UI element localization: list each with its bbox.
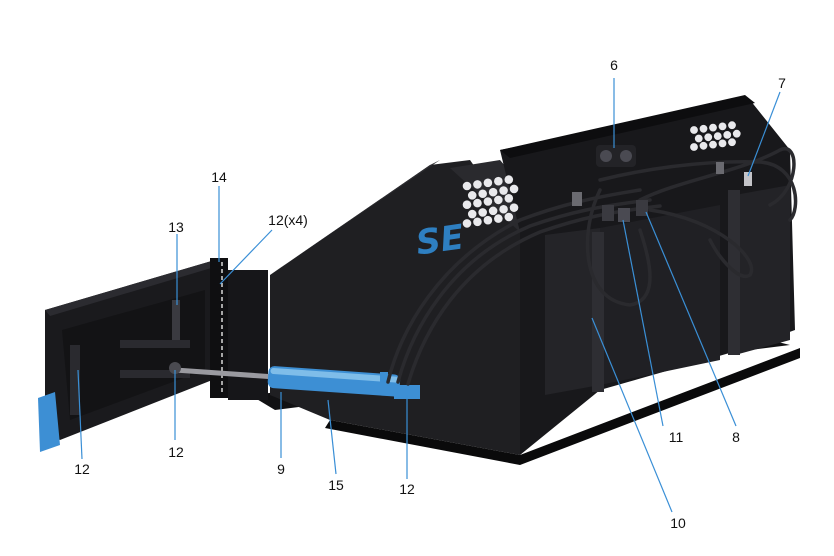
grille-hole — [723, 131, 732, 139]
grille-hole — [467, 191, 477, 200]
callout-12c: 12 — [399, 481, 415, 497]
leader-11 — [622, 219, 664, 427]
grille-hole — [699, 124, 708, 133]
grille-hole — [718, 139, 727, 148]
grille-hole — [488, 187, 498, 197]
leader-8 — [645, 211, 737, 427]
callout-12x4: 12(x4) — [268, 212, 308, 228]
grille-hole — [694, 134, 703, 143]
callout-12b: 12 — [168, 444, 184, 460]
callout-7: 7 — [778, 75, 786, 91]
callout-13: 13 — [168, 219, 184, 235]
grille-hole — [718, 122, 727, 131]
grille-hole — [483, 197, 493, 206]
grille-hole — [699, 141, 708, 150]
grille-hole — [728, 138, 736, 147]
callout-10: 10 — [670, 515, 686, 531]
grille-hole — [494, 195, 503, 205]
grille-hole — [709, 140, 717, 149]
leader-lines — [77, 78, 781, 513]
grille-hole — [478, 189, 487, 199]
callout-labels: 6 7 14 12(x4) 13 12 12 9 15 12 11 8 10 — [74, 57, 786, 531]
grille-hole — [488, 206, 498, 216]
grille-hole — [504, 212, 514, 222]
grille-hole — [478, 208, 487, 217]
grille-hole — [728, 121, 736, 130]
bucket-body — [250, 95, 800, 465]
leader-7 — [747, 91, 781, 177]
grille-hole — [483, 178, 493, 188]
grille-hole — [494, 214, 503, 223]
grille-hole — [499, 204, 508, 214]
grille-hole — [473, 217, 482, 227]
callout-9: 9 — [277, 461, 285, 477]
callout-8: 8 — [732, 429, 740, 445]
grille-hole — [704, 133, 713, 142]
grille-hole — [504, 194, 514, 203]
hydraulic-cylinder — [267, 366, 420, 399]
callout-6: 6 — [610, 57, 618, 73]
grille-hole — [483, 215, 493, 225]
grille-hole — [504, 175, 514, 184]
grille-hole — [462, 219, 472, 228]
grille-hole — [462, 181, 472, 191]
leader-10 — [591, 317, 673, 513]
grille-hole — [509, 203, 519, 212]
hydraulic-valve — [572, 145, 752, 222]
grille-hole — [467, 209, 477, 219]
grille-hole — [473, 198, 482, 208]
callout-12a: 12 — [74, 461, 90, 477]
callout-15: 15 — [328, 477, 344, 493]
leader-15 — [327, 399, 337, 475]
brand-logo: SE — [414, 217, 467, 263]
grille-hole — [690, 143, 698, 151]
grille-hole — [462, 200, 472, 209]
grille-hole — [709, 123, 717, 132]
grille-hole — [732, 129, 741, 138]
hex-grille — [462, 175, 519, 228]
grille-hole — [473, 180, 482, 189]
callout-11: 11 — [669, 429, 684, 445]
leader-12a — [77, 369, 83, 460]
leader-12x4 — [219, 229, 273, 285]
grille-hole — [499, 186, 508, 195]
grille-hole — [509, 184, 519, 194]
hex-grille-rear — [690, 121, 741, 151]
grille-hole — [690, 126, 698, 134]
grille-hole — [494, 176, 503, 186]
grille-hole — [713, 132, 722, 141]
callout-14: 14 — [211, 169, 227, 185]
side-door — [38, 258, 293, 452]
